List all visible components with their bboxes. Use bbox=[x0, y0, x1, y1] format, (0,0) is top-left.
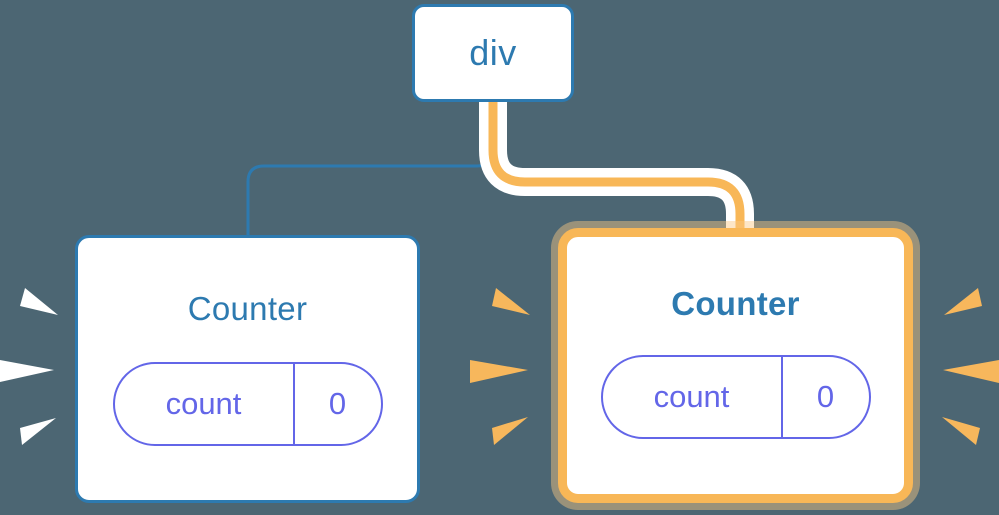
ray-orange-right-middle bbox=[943, 360, 999, 383]
ray-orange-mid-middle bbox=[470, 360, 528, 383]
node-counter-left-label: Counter bbox=[187, 290, 308, 327]
node-counter-right[interactable]: Counter count 0 bbox=[558, 228, 913, 503]
node-div[interactable]: div bbox=[412, 4, 574, 102]
ray-group-left-white bbox=[0, 288, 58, 445]
node-div-label: div bbox=[469, 32, 517, 73]
ray-white-top bbox=[20, 288, 58, 315]
node-counter-right-label: Counter bbox=[671, 285, 800, 322]
ray-orange-right-bottom bbox=[942, 417, 980, 445]
ray-orange-right-top bbox=[944, 288, 982, 315]
state-key-left: count bbox=[165, 386, 242, 421]
ray-orange-mid-top bbox=[492, 288, 530, 315]
ray-orange-mid-bottom bbox=[492, 417, 528, 445]
state-value-right: 0 bbox=[780, 357, 869, 437]
state-pill-right: count 0 bbox=[600, 355, 871, 439]
ray-white-bottom bbox=[20, 418, 56, 445]
state-key-right: count bbox=[653, 379, 730, 414]
ray-group-right-orange bbox=[942, 288, 999, 445]
state-pill-left: count 0 bbox=[112, 362, 383, 446]
ray-group-middle-orange bbox=[470, 288, 530, 445]
state-value-left: 0 bbox=[292, 364, 381, 444]
ray-white-middle bbox=[0, 360, 54, 382]
node-counter-left[interactable]: Counter count 0 bbox=[75, 235, 420, 503]
connector-div-to-right-counter bbox=[488, 102, 745, 240]
